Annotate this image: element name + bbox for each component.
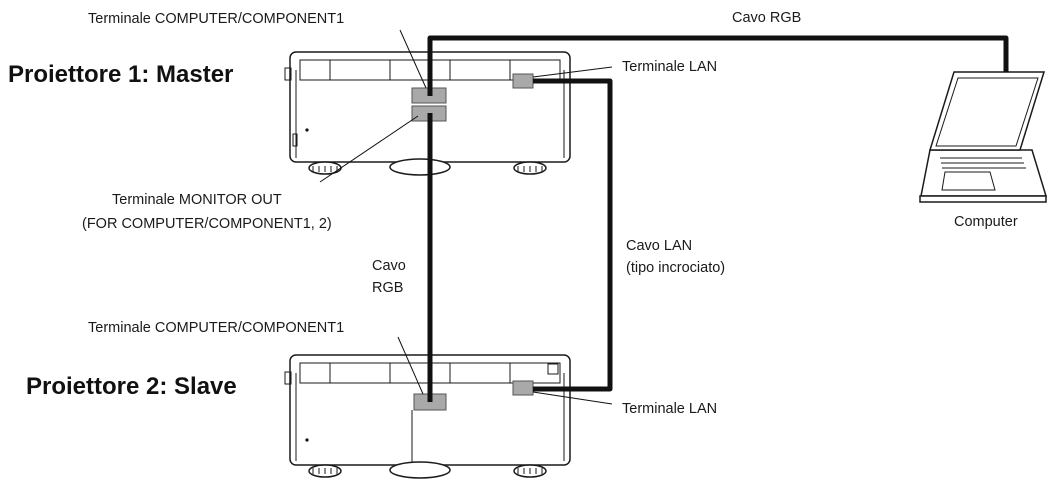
projector-master — [284, 51, 571, 176]
lan-terminal-label-top: Terminale LAN — [622, 59, 717, 75]
master-projector-label: Proiettore 1: Master — [8, 61, 233, 88]
slave-lan-port — [512, 380, 534, 396]
computer-label: Computer — [954, 214, 1018, 230]
lan-cable-type-label: (tipo incrociato) — [626, 260, 725, 276]
leader-lan-top — [532, 66, 613, 78]
leader-computer-component1-top — [399, 29, 427, 89]
computer-component1-terminal-label-bottom: Terminale COMPUTER/COMPONENT1 — [88, 320, 344, 336]
computer-component1-terminal-label-top: Terminale COMPUTER/COMPONENT1 — [88, 11, 344, 27]
monitor-out-terminal-label: Terminale MONITOR OUT — [112, 192, 282, 208]
monitor-out-terminal-sublabel: (FOR COMPUTER/COMPONENT1, 2) — [82, 216, 332, 232]
laptop-computer — [919, 71, 1048, 203]
leader-monitor-out — [319, 115, 419, 183]
rgb-cable-label-mid: Cavo — [372, 258, 406, 274]
projector-slave — [284, 354, 571, 479]
rgb-cable-computer-to-master — [427, 35, 1009, 96]
rgb-cable-label-top: Cavo RGB — [732, 10, 801, 26]
lan-cable-crossover — [533, 78, 613, 392]
lan-cable-label: Cavo LAN — [626, 238, 692, 254]
master-lan-port — [512, 73, 534, 89]
slave-projector-label: Proiettore 2: Slave — [26, 373, 237, 400]
lan-terminal-label-bottom: Terminale LAN — [622, 401, 717, 417]
leader-lan-bottom — [532, 391, 613, 405]
rgb-cable-label-mid-2: RGB — [372, 280, 403, 296]
leader-computer-component1-bottom — [397, 336, 424, 395]
